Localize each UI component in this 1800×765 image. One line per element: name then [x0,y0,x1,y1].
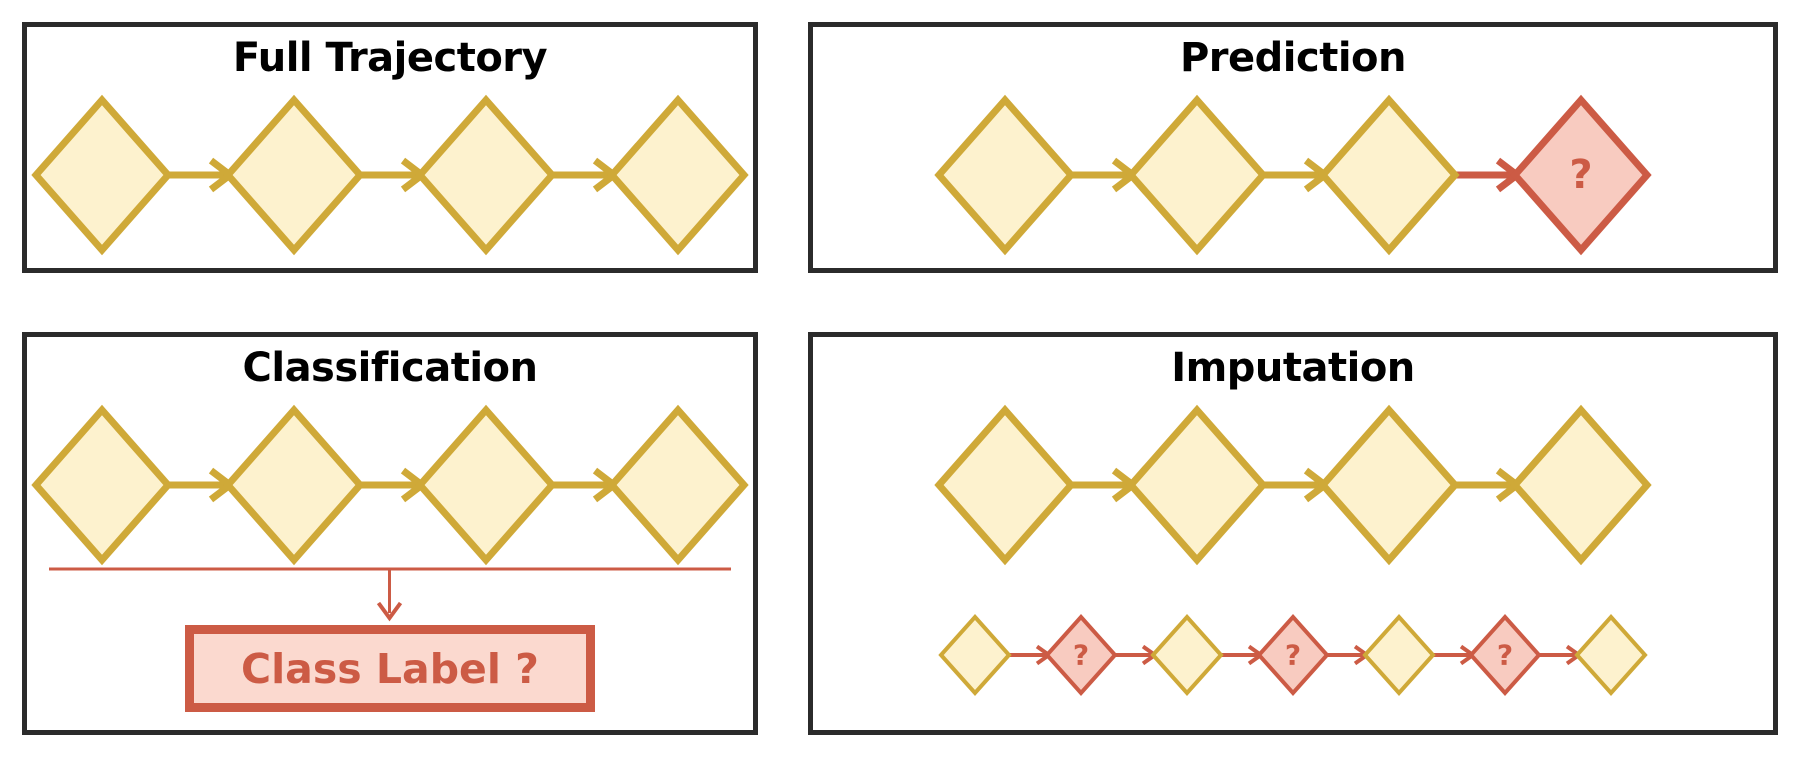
sequence-svg [31,94,749,256]
diamond-observed [934,404,1076,566]
sequence-prediction: ? [813,85,1773,265]
panel-imputation: Imputation ??? [808,332,1778,735]
classification-bracket [27,559,753,629]
sequence-classification [27,395,753,575]
class-label-box[interactable]: Class Label ? [185,625,595,712]
sequence-svg: ??? [938,614,1648,696]
diamond-observed [938,614,1012,696]
diamond-missing: ? [1468,614,1542,696]
diamond-missing: ? [1510,94,1652,256]
diamond-label: ? [1497,639,1513,672]
diamond-observed [934,94,1076,256]
diamond-observed [607,94,749,256]
class-label-text: Class Label ? [241,644,539,693]
diamond-observed [1362,614,1436,696]
panel-classification: Classification Class Label ? [22,332,758,735]
arrow-missing [1115,644,1159,666]
diamond-observed [1126,404,1268,566]
arrow-missing [1539,644,1583,666]
arrow-observed [360,157,428,193]
arrow-missing [1327,644,1371,666]
arrow-observed [168,467,236,503]
sequence-svg: ? [934,94,1652,256]
diamond-observed [1126,94,1268,256]
arrow-missing [1433,644,1477,666]
arrow-missing [1009,644,1053,666]
diamond-observed [607,404,749,566]
diamond-missing: ? [1256,614,1330,696]
panel-title-imputation: Imputation [1171,345,1415,391]
diamond-label: ? [1073,639,1089,672]
arrow-observed [1263,157,1331,193]
diamond-observed [1150,614,1224,696]
diamond-observed [1574,614,1648,696]
arrow-missing [1221,644,1265,666]
panel-title-full-trajectory: Full Trajectory [232,35,548,81]
arrow-observed [168,157,236,193]
diamond-missing: ? [1044,614,1118,696]
diamond-observed [223,94,365,256]
panel-full-trajectory: Full Trajectory [22,22,758,273]
diamond-label: ? [1569,152,1592,198]
bracket-svg [49,567,731,622]
sequence-imputation-observed [813,395,1773,575]
arrow-observed [552,157,620,193]
diamond-observed [223,404,365,566]
diamond-observed [1510,404,1652,566]
panel-prediction: Prediction ? [808,22,1778,273]
arrow-observed [1071,157,1139,193]
arrow-observed [360,467,428,503]
arrow-observed [1263,467,1331,503]
arrow-observed [1455,467,1523,503]
diamond-label: ? [1285,639,1301,672]
diamond-observed [31,94,173,256]
sequence-svg [934,404,1652,566]
sequence-full-trajectory [27,85,753,265]
arrow-observed [552,467,620,503]
diamond-observed [415,404,557,566]
diamond-observed [31,404,173,566]
arrow-missing [1455,157,1523,193]
arrow-observed [1071,467,1139,503]
diamond-observed [1318,94,1460,256]
sequence-imputation-missing: ??? [813,595,1773,715]
panel-title-classification: Classification [242,345,539,391]
sequence-svg [31,404,749,566]
panel-title-prediction: Prediction [1179,35,1407,81]
diamond-observed [415,94,557,256]
diamond-observed [1318,404,1460,566]
